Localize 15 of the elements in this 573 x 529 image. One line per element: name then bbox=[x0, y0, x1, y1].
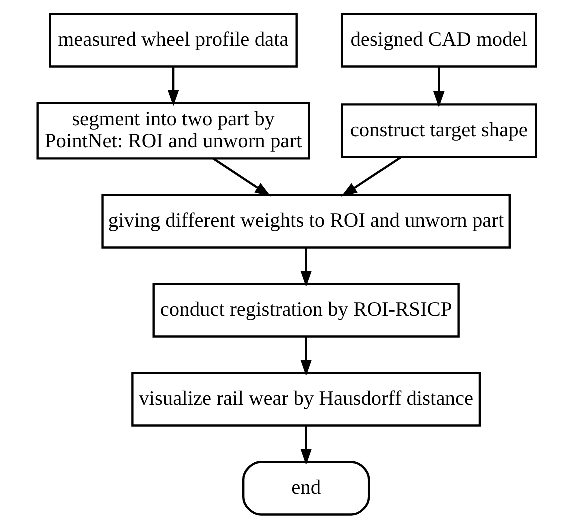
node-box: segment into two part by PointNet: ROI and unworn part bbox=[36, 102, 310, 160]
node-box: designed CAD model bbox=[340, 13, 537, 68]
node-box: conduct registration by ROI-RSICP bbox=[152, 283, 460, 338]
arrow bbox=[300, 336, 312, 376]
arrow bbox=[340, 156, 402, 197]
arrow bbox=[212, 158, 271, 197]
arrow bbox=[300, 248, 312, 288]
node-box: measured wheel profile data bbox=[48, 13, 298, 68]
node-box: end bbox=[242, 461, 370, 516]
node-box: construct target shape bbox=[340, 104, 537, 158]
arrow bbox=[433, 66, 444, 108]
node-box: giving different weights to ROI and unworn part bbox=[101, 194, 510, 249]
arrow bbox=[300, 426, 312, 466]
node-box: visualize rail wear by Hausdorff distance bbox=[131, 372, 481, 427]
arrow bbox=[167, 66, 179, 106]
